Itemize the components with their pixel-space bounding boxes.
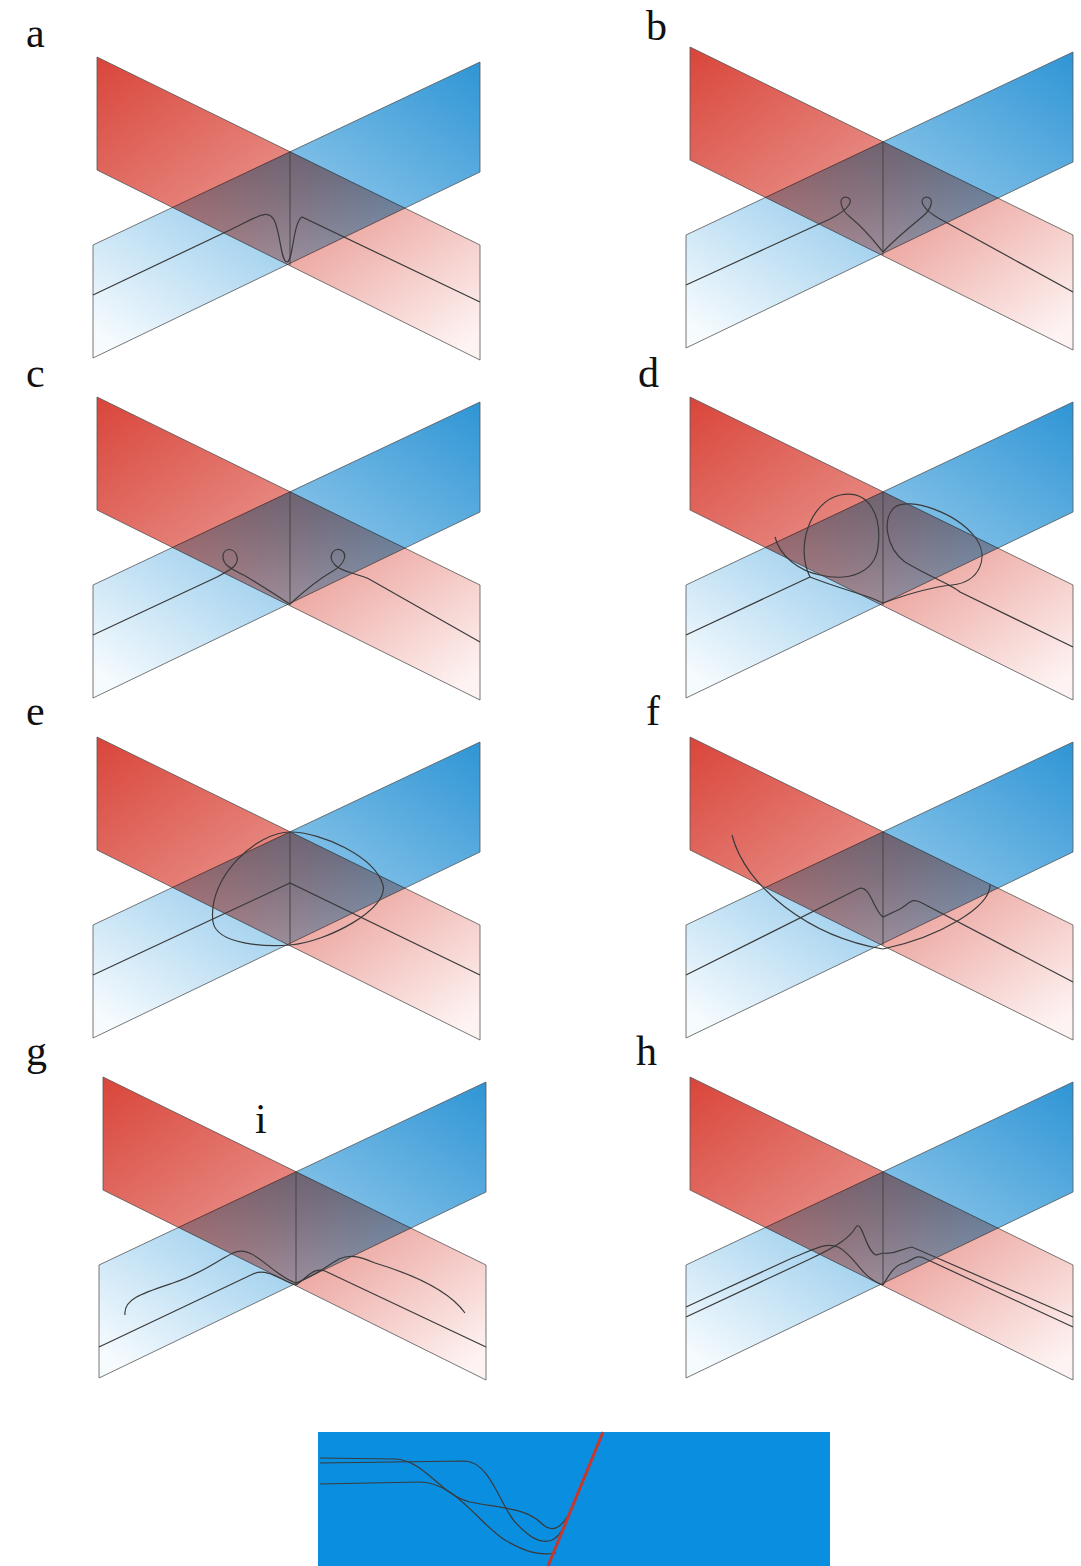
horizon-line <box>99 1272 296 1347</box>
horizon-line <box>732 835 883 949</box>
fault-panel <box>686 397 1073 700</box>
horizon-line <box>296 1270 486 1347</box>
fault-panel <box>686 47 1073 350</box>
crossing-planes <box>93 397 480 700</box>
horizon-line <box>686 888 1073 982</box>
horizon-line <box>686 197 883 285</box>
horizon-line <box>810 577 883 603</box>
horizon-line <box>320 1458 567 1529</box>
horizon-line <box>883 885 990 949</box>
panel-letter: b <box>646 5 667 47</box>
fault-panel <box>93 397 480 700</box>
panel-letter: h <box>636 1030 657 1072</box>
horizon-line <box>93 550 290 636</box>
fault-panel <box>93 737 480 1040</box>
panel-letter: f <box>646 690 660 732</box>
panel-letter: g <box>26 1030 47 1072</box>
panel-letter: a <box>26 12 45 54</box>
horizon-line <box>125 1251 465 1315</box>
fault-panel <box>99 1077 486 1380</box>
horizon-line <box>883 504 1073 647</box>
panel-letter: d <box>638 352 659 394</box>
fault-trace <box>548 1432 603 1566</box>
section-panel <box>318 1432 830 1566</box>
horizon-line <box>320 1461 563 1541</box>
horizon-line <box>883 1257 1073 1327</box>
crossing-planes <box>93 57 480 360</box>
horizon-line <box>686 494 879 635</box>
crossing-planes <box>686 47 1073 350</box>
horizon-line <box>686 1226 883 1317</box>
horizon-line <box>883 197 1073 292</box>
horizon-line <box>93 214 480 302</box>
panel-letter: e <box>26 690 45 732</box>
horizon-line <box>320 1482 556 1554</box>
crossing-planes <box>686 1077 1073 1380</box>
section-ground <box>318 1432 830 1566</box>
crossing-planes <box>93 737 480 1040</box>
fault-panel <box>686 1077 1073 1380</box>
crossing-planes <box>686 737 1073 1040</box>
crossing-planes <box>686 397 1073 700</box>
horizon-line <box>290 549 480 642</box>
horizon-line <box>686 1245 883 1307</box>
panel-letter: i <box>255 1098 267 1140</box>
fault-panel <box>93 57 480 360</box>
horizon-line <box>93 883 480 975</box>
panel-letter: c <box>26 352 45 394</box>
horizon-line <box>883 1247 1073 1317</box>
horizon-loop <box>213 832 384 946</box>
fault-panel <box>686 737 1073 1040</box>
crossing-planes <box>99 1077 486 1380</box>
